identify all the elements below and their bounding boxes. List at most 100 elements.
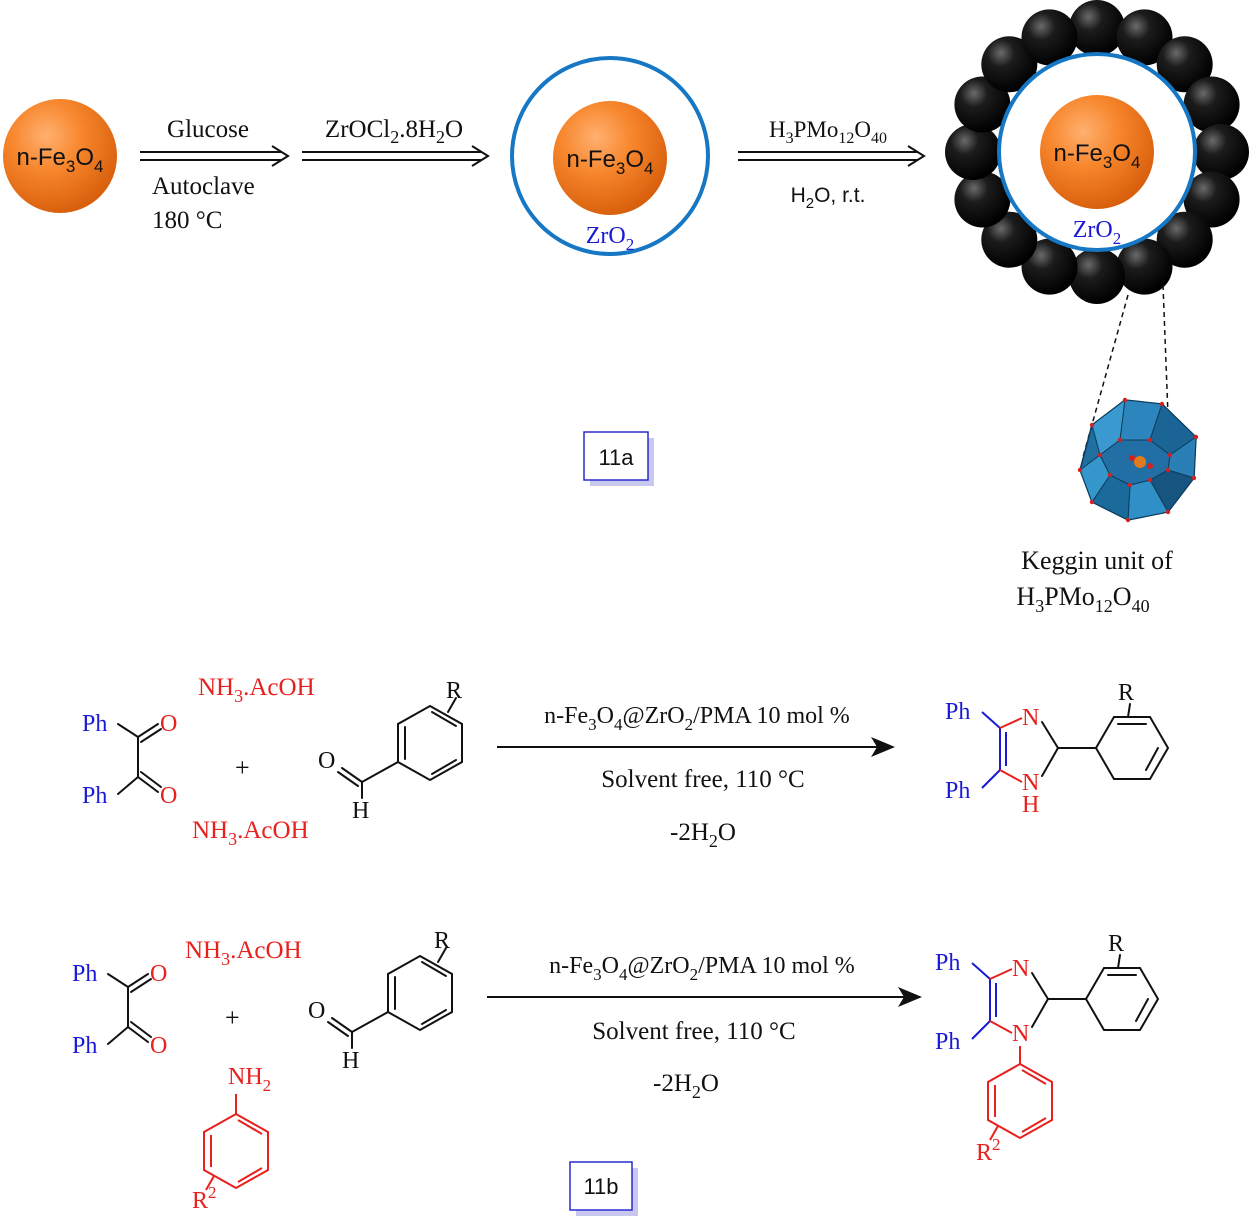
benzil-reactant-1: Ph Ph O O [82,711,177,809]
svg-text:R: R [446,678,462,704]
oxygen-atom-dot [1107,472,1113,478]
step1-condition-autoclave: Autoclave [152,173,255,200]
oxygen-atom-dot [1077,467,1083,473]
solvent-condition-2: Solvent free, 110 °C [592,1018,795,1045]
step3-reagent: H3PMo12O40 [769,117,887,147]
catalyst-condition-2: n-Fe3O4@ZrO2/PMA 10 mol % [549,953,855,984]
svg-text:R: R [1108,931,1124,957]
svg-text:O: O [150,1033,167,1059]
scheme-tag-11b: 11b [569,1161,638,1216]
svg-text:Ph: Ph [945,778,970,804]
oxygen-atom-dot [1167,452,1173,458]
pma-sphere [1021,9,1078,66]
oxygen-atom-dot [1125,517,1131,523]
solvent-condition-1: Solvent free, 110 °C [601,766,804,793]
benzaldehyde-2: O H R [308,928,453,1074]
keggin-caption-line2: H3PMo12O40 [1016,582,1149,616]
step1-condition-temp: 180 °C [152,207,222,234]
pma-coated-nanoparticle: n-Fe3O4 ZrO2 [945,0,1249,304]
svg-text:O: O [318,748,335,774]
plus-sign-2: + [225,1003,240,1032]
imidazole-product-1: Ph Ph N N H R [945,680,1170,818]
oxygen-atom-dot [1165,509,1171,515]
benzaldehyde-1: O H R [318,678,463,824]
svg-text:H: H [342,1048,359,1074]
benzil-reactant-2: Ph Ph O O [72,961,167,1059]
ammonium-acetate-2: NH3.AcOH [192,817,309,849]
ammonium-acetate-1: NH3.AcOH [198,674,315,706]
svg-text:N: N [1012,956,1029,982]
oxygen-atom-dot [1097,452,1103,458]
keggin-unit-image [1077,397,1199,523]
pma-sphere [981,36,1038,93]
substituted-aniline: NH2 R2 [192,1064,271,1214]
svg-text:Ph: Ph [72,1033,97,1059]
svg-text:n-Fe3O4: n-Fe3O4 [1054,140,1141,172]
svg-text:Ph: Ph [935,950,960,976]
keggin-caption-line1: Keggin unit of [1021,546,1173,575]
svg-text:H: H [1022,792,1039,818]
zro2-shell-label-2: ZrO2 [1073,217,1121,248]
plus-sign-1: + [235,753,250,782]
svg-text:R2: R2 [976,1135,1001,1166]
oxygen-atom-dot [1165,467,1171,473]
oxygen-atom-dot [1089,422,1095,428]
step1-reagent: Glucose [167,116,249,143]
pma-sphere [1183,171,1240,228]
pma-sphere [981,211,1038,268]
svg-text:H: H [352,798,369,824]
pma-sphere [954,171,1011,228]
svg-text:O: O [308,998,325,1024]
catalyst-condition-1: n-Fe3O4@ZrO2/PMA 10 mol % [544,703,850,734]
step2-reagent: ZrOCl2.8H2O [325,116,463,147]
pma-sphere [1069,0,1125,56]
svg-text:R2: R2 [192,1183,217,1214]
arrow-step-1 [140,145,290,167]
svg-text:Ph: Ph [935,1029,960,1055]
fe3o4-nanoparticle-1: n-Fe3O4 [3,99,117,213]
dashed-connector-right [1162,284,1169,416]
pma-sphere [1156,211,1213,268]
imidazole-product-2: Ph Ph N N R R2 [935,931,1160,1166]
svg-text:Ph: Ph [82,711,107,737]
oxygen-atom-dot [1159,401,1165,407]
svg-text:11b: 11b [583,1174,618,1199]
oxygen-atom-dot [1147,437,1153,443]
oxygen-atom-dot [1147,477,1153,483]
pma-sphere [1156,36,1213,93]
svg-text:N: N [1012,1021,1029,1047]
svg-text:N: N [1022,770,1039,796]
arrow-step-2 [302,145,490,167]
pma-sphere [1116,9,1173,66]
step3-condition: H2O, r.t. [791,184,866,212]
svg-text:N: N [1022,705,1039,731]
svg-text:11a: 11a [598,445,634,470]
pma-sphere [1069,248,1125,304]
zro2-shell-label: ZrO2 [586,223,634,254]
svg-text:n-Fe3O4: n-Fe3O4 [567,146,654,178]
water-loss-2: -2H2O [653,1070,719,1102]
oxygen-atom-dot [1117,437,1123,443]
svg-text:O: O [160,783,177,809]
svg-text:O: O [160,711,177,737]
pma-sphere [1193,124,1249,180]
pma-sphere [1021,238,1078,295]
svg-text:Ph: Ph [72,961,97,987]
svg-text:Ph: Ph [82,783,107,809]
pma-sphere [945,124,1001,180]
svg-text:NH2: NH2 [228,1064,271,1095]
svg-text:R: R [434,928,450,954]
oxygen-atom-dot [1193,434,1199,440]
oxygen-atom-dot [1191,475,1197,481]
ammonium-acetate-3: NH3.AcOH [185,937,302,969]
dashed-connector-left [1082,294,1129,458]
water-loss-1: -2H2O [670,819,736,851]
oxygen-atom-dot [1089,499,1095,505]
svg-text:R: R [1118,680,1134,706]
pma-sphere [954,76,1011,133]
pma-sphere [1183,76,1240,133]
pma-sphere [1116,238,1173,295]
svg-text:Ph: Ph [945,699,970,725]
